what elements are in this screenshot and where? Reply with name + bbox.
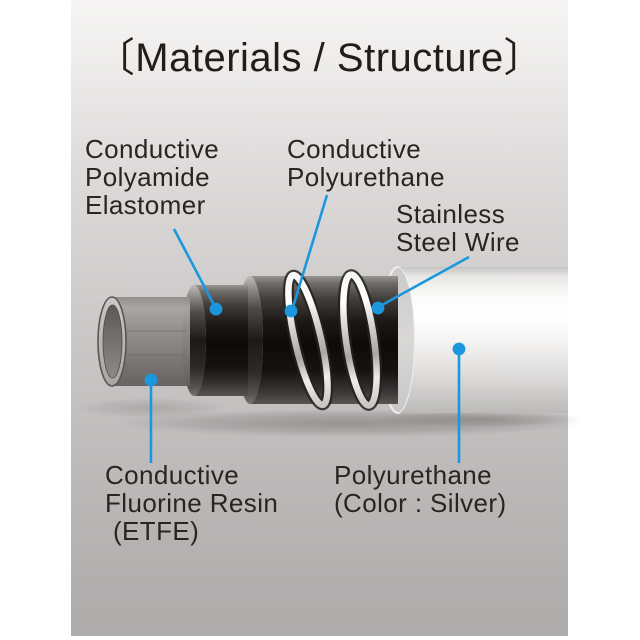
label-conductive-polyurethane: Conductive Polyurethane xyxy=(287,135,445,191)
label-line: Polyurethane xyxy=(287,162,446,192)
marker-dot-etfe xyxy=(144,373,158,387)
label-line: Conductive xyxy=(287,134,422,164)
label-line: Polyurethane xyxy=(334,460,493,490)
layer-polyamide-elastomer xyxy=(182,285,248,396)
leader-line-polyamide xyxy=(172,228,216,306)
marker-dot-polyurethane-top xyxy=(284,304,298,318)
leader-line-polyurethane-top xyxy=(291,194,329,308)
label-line: Stainless xyxy=(396,199,506,229)
label-line: Polyamide xyxy=(85,162,210,192)
leader-line-stainless xyxy=(381,255,470,307)
marker-dot-polyamide xyxy=(209,302,223,316)
stainless-wire-coil-2 xyxy=(337,269,383,411)
label-line: (Color : Silver) xyxy=(334,488,507,518)
label-line: Steel Wire xyxy=(396,227,520,257)
label-line: Fluorine Resin xyxy=(105,488,279,518)
label-line: (ETFE) xyxy=(113,516,200,546)
label-line: Conductive xyxy=(105,460,240,490)
label-conductive-polyamide-elastomer: Conductive Polyamide Elastomer xyxy=(85,135,219,219)
marker-dot-silver xyxy=(452,342,466,356)
page-title: 〔Materials / Structure〕 xyxy=(94,36,545,80)
label-conductive-fluorine-resin-etfe: Conductive Fluorine Resin (ETFE) xyxy=(105,461,278,545)
stainless-wire-coil-1 xyxy=(282,269,334,411)
label-polyurethane-silver: Polyurethane (Color : Silver) xyxy=(334,461,507,517)
label-line: Elastomer xyxy=(85,190,206,220)
layer-fluorine-resin-tube xyxy=(97,296,190,387)
label-line: Conductive xyxy=(85,134,220,164)
marker-dot-stainless xyxy=(371,301,385,315)
label-stainless-steel-wire: Stainless Steel Wire xyxy=(396,200,520,256)
